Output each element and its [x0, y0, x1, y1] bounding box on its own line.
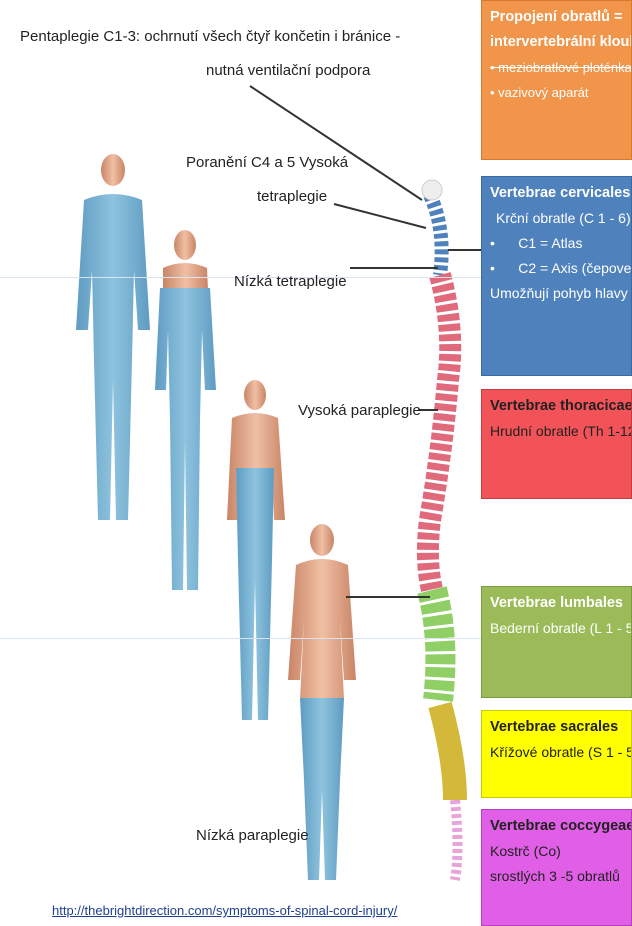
panel-title: Vertebrae thoracicae — [490, 396, 631, 417]
c4-label-2: tetraplegie — [257, 186, 327, 207]
panel-item: Křížové obratle (S 1 - 5) — [490, 742, 631, 763]
panel-item: • C2 = Axis (čepovec) — [490, 258, 631, 279]
figure-pentaplegia — [76, 154, 150, 520]
thoracic-vertebrae-panel: Vertebrae thoracicae Hrudní obratle (Th … — [481, 389, 632, 499]
c4-line2: tetraplegie — [257, 188, 327, 205]
panel-title: Vertebrae lumbales — [490, 593, 631, 614]
panel-item: srostlých 3 -5 obratlů — [490, 866, 631, 887]
high-paraplegia-label: Vysoká paraplegie — [298, 400, 421, 421]
panel-title: Propojení obratlů = — [490, 7, 631, 28]
sacral-vertebrae-panel: Vertebrae sacrales Křížové obratle (S 1 … — [481, 710, 632, 798]
panel-title: intervertebrální klouby — [490, 32, 631, 53]
low-paraplegia-label: Nízká paraplegie — [196, 825, 309, 846]
spine — [422, 180, 458, 880]
pentaplegia-label-2: nutná ventilační podpora — [206, 60, 370, 81]
figure-high-paraplegia — [227, 380, 285, 720]
panel-item: • meziobratlové ploténka — [490, 57, 631, 78]
panel-item: Hrudní obratle (Th 1-12) — [490, 421, 631, 442]
coccygeal-vertebrae-panel: Vertebrae coccygeae Kostrč (Co) srostlýc… — [481, 809, 632, 926]
pentaplegia-line1: Pentaplegie C1-3: ochrnutí všech čtyř ko… — [20, 28, 400, 45]
pentaplegia-line2: nutná ventilační podpora — [206, 62, 370, 79]
panel-title: Vertebrae coccygeae — [490, 816, 631, 837]
panel-title: Vertebrae cervicales — [490, 183, 631, 204]
panel-item: Krční obratle (C 1 - 6) — [490, 208, 631, 229]
cervical-vertebrae-panel: Vertebrae cervicales Krční obratle (C 1 … — [481, 176, 632, 376]
lumbar-vertebrae-panel: Vertebrae lumbales Bederní obratle (L 1 … — [481, 586, 632, 698]
figure-low-tetraplegia — [155, 230, 216, 590]
c4-line1: Poranění C4 a 5 Vysoká — [186, 154, 348, 171]
panel-item: Kostrč (Co) — [490, 841, 631, 862]
panel-item: • C1 = Atlas — [490, 233, 631, 254]
c4-label: Poranění C4 a 5 Vysoká — [186, 152, 348, 173]
panel-title: Vertebrae sacrales — [490, 717, 631, 738]
intervertebral-joints-panel: Propojení obratlů = intervertebrální klo… — [481, 0, 632, 160]
panel-item: • vazivový aparát — [490, 82, 631, 103]
pentaplegia-label: Pentaplegie C1-3: ochrnutí všech čtyř ko… — [20, 26, 400, 47]
panel-item: Bederní obratle (L 1 - 5) — [490, 618, 631, 639]
low-tetraplegia-label: Nízká tetraplegie — [234, 271, 347, 292]
source-link[interactable]: http://thebrightdirection.com/symptoms-o… — [52, 903, 397, 918]
panel-item: Umožňují pohyb hlavy — [490, 283, 631, 304]
